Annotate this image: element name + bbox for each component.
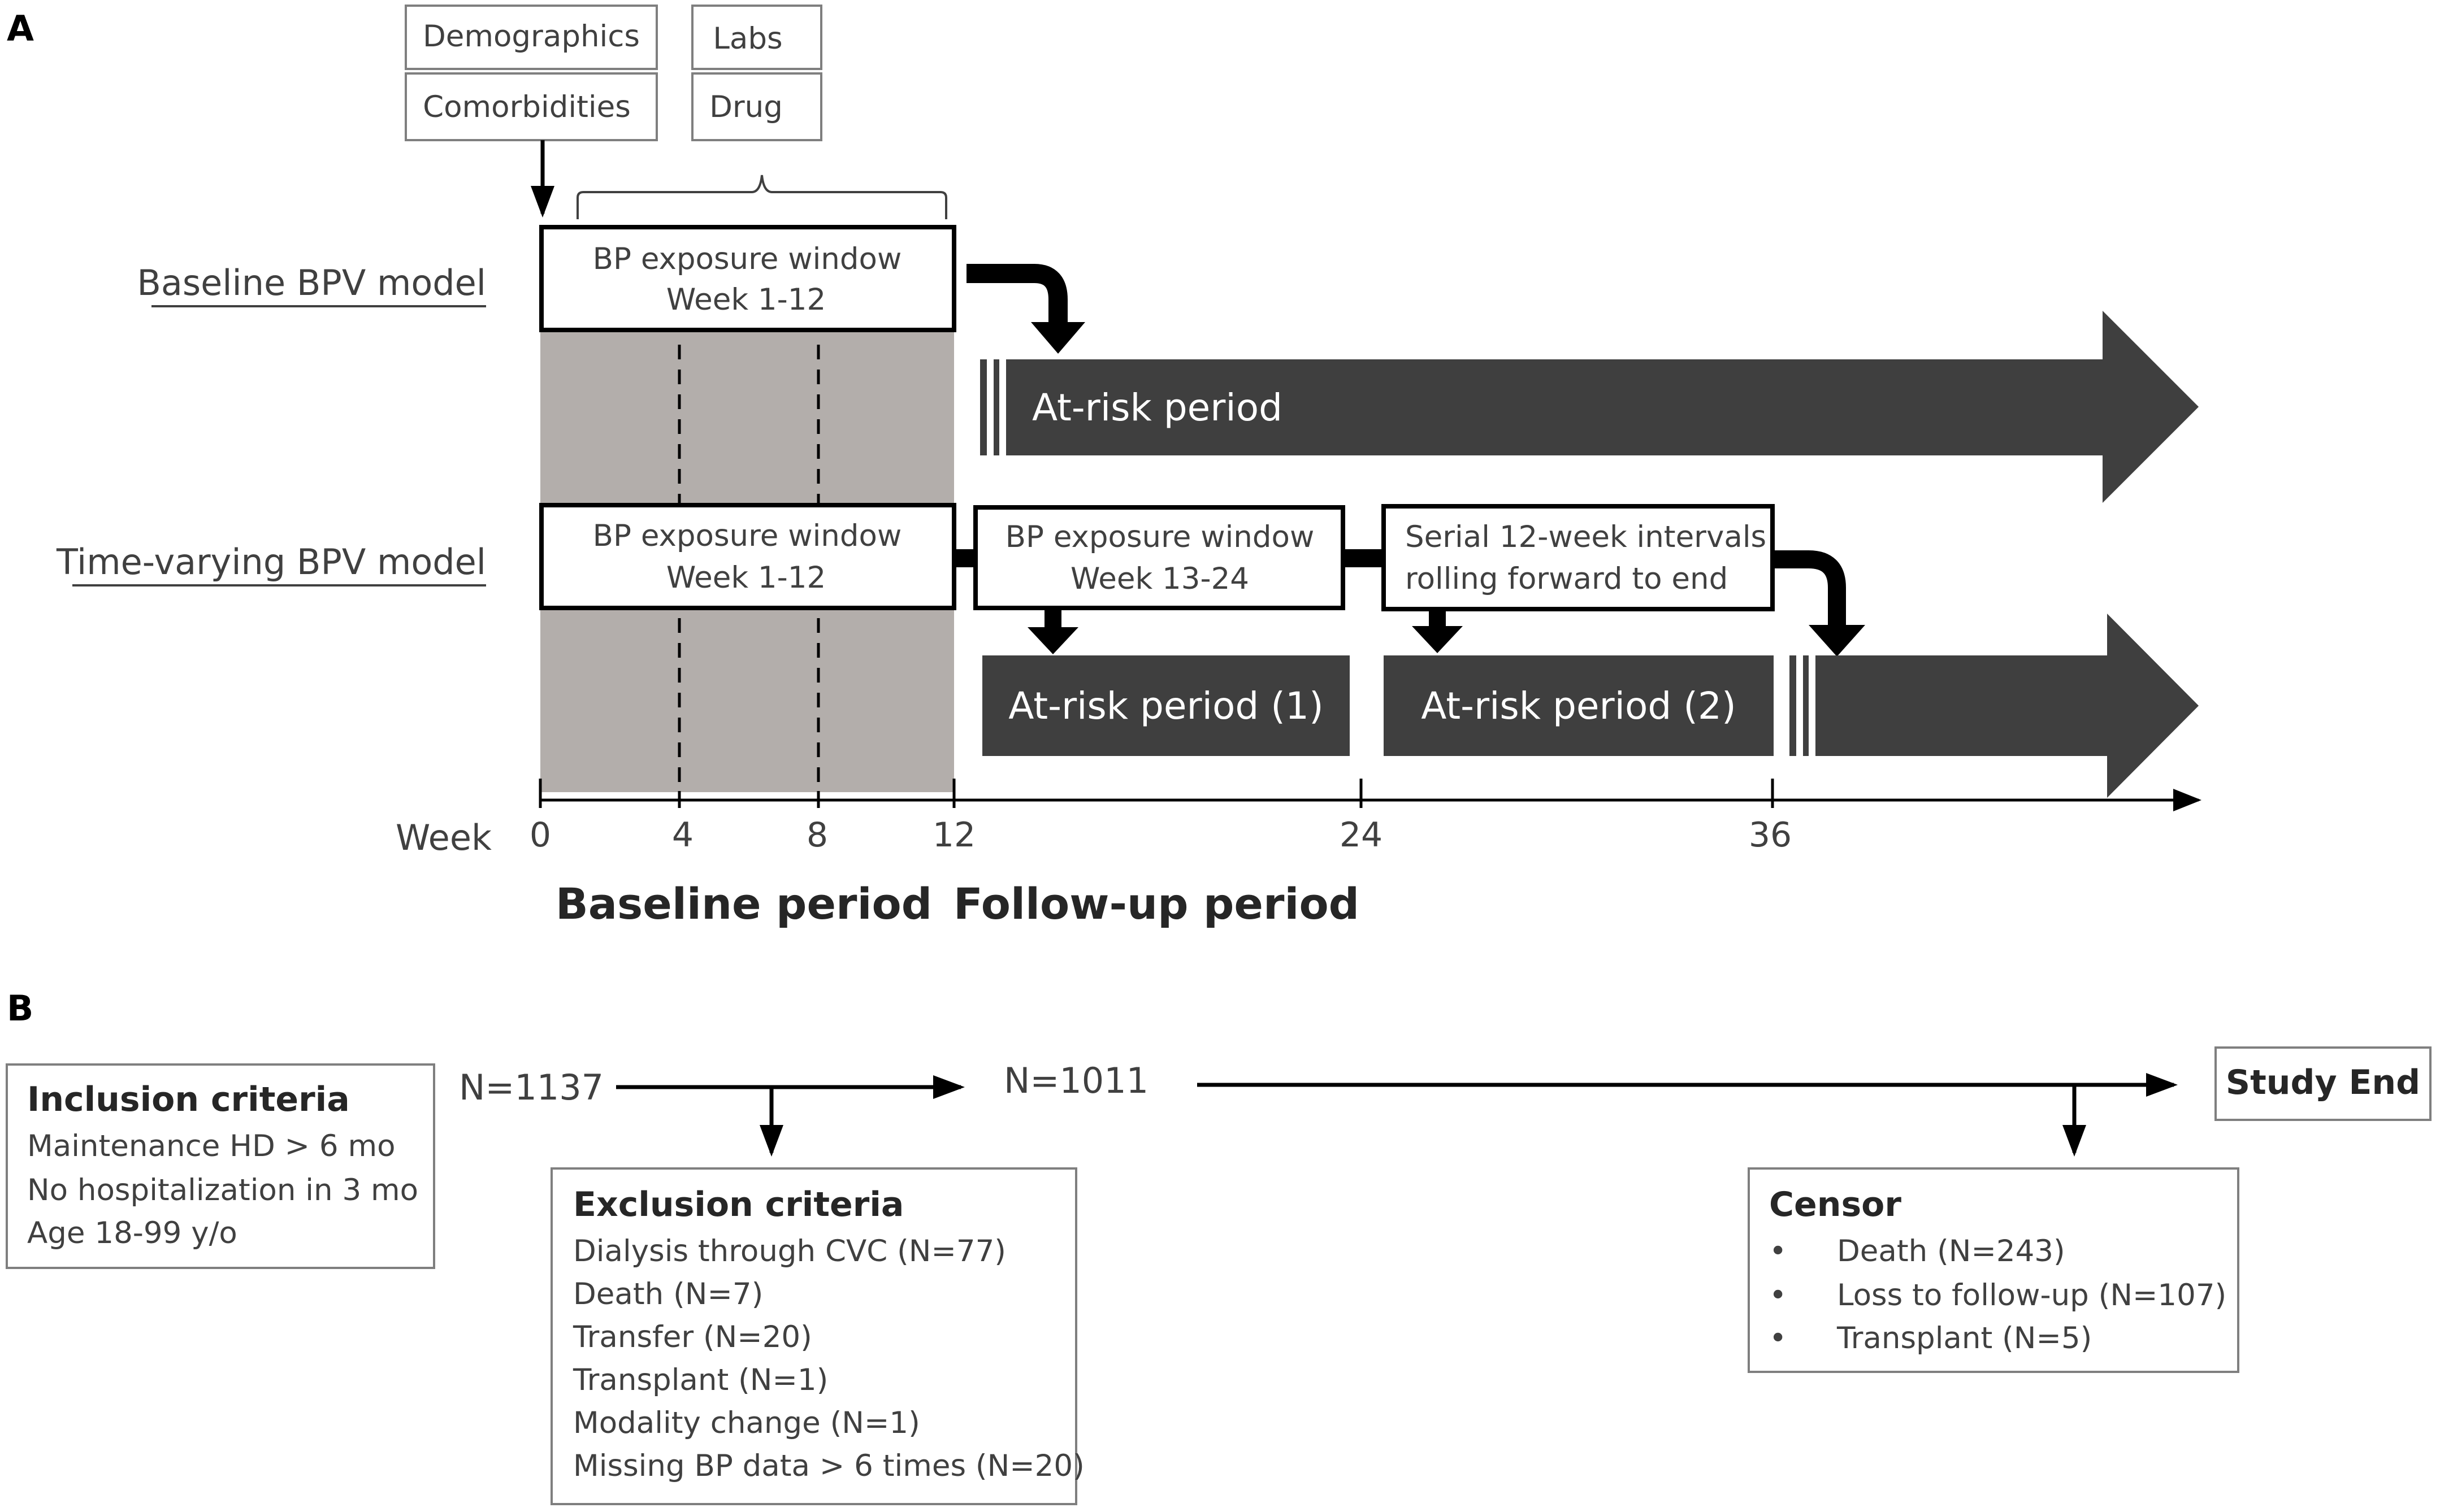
- week-tick-8: 8: [807, 815, 828, 855]
- baseline-model-label: Baseline BPV model: [137, 262, 486, 303]
- n-start: N=1137: [459, 1067, 604, 1108]
- censor-title: Censor: [1769, 1185, 1901, 1224]
- panel-a-label: A: [7, 8, 34, 49]
- week-tick-24: 24: [1340, 815, 1382, 855]
- n-mid: N=1011: [1004, 1060, 1149, 1101]
- censor-item: Loss to follow-up (N=107): [1837, 1278, 2226, 1313]
- tv1-window-line2: Week 1-12: [666, 561, 826, 595]
- time-varying-model-label: Time-varying BPV model: [56, 541, 486, 583]
- tv-exposure-box-1: [539, 503, 956, 610]
- exclusion-item: Dialysis through CVC (N=77): [573, 1234, 1006, 1268]
- exclusion-title: Exclusion criteria: [573, 1185, 904, 1224]
- serial-line1: Serial 12-week intervals: [1405, 520, 1766, 554]
- at-risk-period-2-label: At-risk period (2): [1421, 684, 1736, 728]
- comorbidities-box: [405, 72, 658, 141]
- baseline-curved-arrow: [967, 264, 1068, 323]
- tv-connector-1: [954, 549, 974, 567]
- demographics-label: Demographics: [423, 19, 640, 54]
- tv1-window-line1: BP exposure window: [593, 519, 902, 553]
- baseline-exposure-box: [539, 225, 956, 332]
- tv2-window-line1: BP exposure window: [1006, 520, 1315, 554]
- week-axis-label: Week: [396, 817, 492, 858]
- censor-item: Death (N=243): [1837, 1234, 2065, 1268]
- demographics-box: [405, 5, 658, 70]
- panel-b-label: B: [7, 988, 33, 1029]
- inclusion-item: No hospitalization in 3 mo: [27, 1173, 418, 1207]
- baseline-window-line1: BP exposure window: [593, 242, 902, 276]
- week-tick-0: 0: [530, 815, 551, 855]
- tv-exposure-box-2: [973, 505, 1345, 610]
- at-risk-period-1-box: [982, 655, 1350, 756]
- study-end-box: [2214, 1046, 2432, 1121]
- week-tick-36: 36: [1749, 815, 1792, 855]
- comorbidities-label: Comorbidities: [423, 90, 631, 124]
- censor-item: Transplant (N=5): [1836, 1321, 2092, 1355]
- exclusion-item: Missing BP data > 6 times (N=20): [573, 1449, 1085, 1483]
- exclusion-box: [551, 1167, 1077, 1505]
- censor-box: [1748, 1167, 2239, 1373]
- baseline-at-risk-arrow: [980, 311, 2199, 503]
- drug-label: Drug: [709, 90, 783, 124]
- inclusion-title: Inclusion criteria: [27, 1080, 350, 1119]
- exclusion-item: Transplant (N=1): [573, 1363, 828, 1397]
- follow-up-period-label: Follow-up period: [954, 879, 1359, 929]
- tv-down-arrows: [1028, 608, 1463, 654]
- serial-line2: rolling forward to end: [1405, 562, 1728, 596]
- serial-curved-arrow: [1775, 550, 1846, 627]
- labs-label: Labs: [713, 21, 782, 56]
- drug-box: [691, 72, 822, 141]
- censor-bullet: •: [1769, 1278, 1787, 1313]
- inclusion-item: Age 18-99 y/o: [27, 1216, 237, 1250]
- baseline-window-line2: Week 1-12: [666, 283, 826, 317]
- tv-connector-2: [1343, 549, 1384, 567]
- week-tick-12: 12: [933, 815, 976, 855]
- covariate-brace: [577, 175, 947, 219]
- tv2-window-line2: Week 13-24: [1071, 562, 1249, 596]
- at-risk-period-1-label: At-risk period (1): [1008, 684, 1323, 728]
- baseline-period-label: Baseline period: [556, 879, 932, 929]
- serial-intervals-box: [1381, 504, 1775, 611]
- tv-final-arrow: [1789, 614, 2199, 798]
- study-end-label: Study End: [2226, 1063, 2420, 1102]
- at-risk-period-2-box: [1384, 655, 1774, 756]
- inclusion-item: Maintenance HD > 6 mo: [27, 1129, 396, 1163]
- labs-box: [691, 5, 822, 70]
- week-tick-4: 4: [672, 815, 694, 855]
- exclusion-item: Death (N=7): [573, 1277, 763, 1311]
- exclusion-item: Transfer (N=20): [573, 1320, 812, 1354]
- baseline-at-risk-break: [982, 359, 999, 455]
- exclusion-item: Modality change (N=1): [573, 1406, 920, 1440]
- header-boxes: [405, 5, 822, 141]
- baseline-at-risk-label: At-risk period: [1032, 386, 1282, 429]
- censor-bullet: •: [1769, 1321, 1787, 1355]
- inclusion-box: [6, 1063, 435, 1269]
- week-axis-ticks: [539, 779, 1774, 808]
- censor-bullet: •: [1769, 1234, 1787, 1268]
